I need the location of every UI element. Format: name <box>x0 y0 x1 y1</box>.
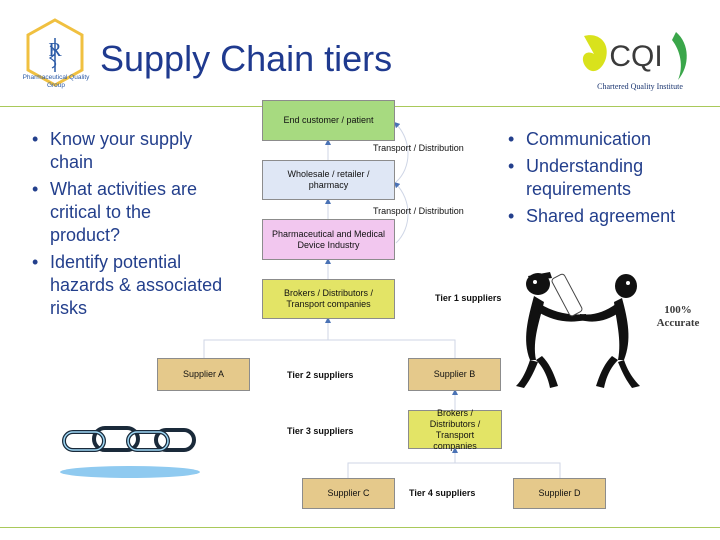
supplier-b-box: Supplier B <box>408 358 501 391</box>
supplier-c-box: Supplier C <box>302 478 395 509</box>
tier4-label: Tier 4 suppliers <box>409 488 476 498</box>
accurate-stamp-text: 100% Accurate <box>656 304 700 329</box>
transport-label-1: Transport / Distribution <box>373 143 464 153</box>
transport-label-2: Transport / Distribution <box>373 206 464 216</box>
tier1-label: Tier 1 suppliers <box>435 293 502 303</box>
right-bullet-item: Shared agreement <box>502 205 712 228</box>
chain-links-illustration <box>60 426 200 478</box>
pharmaceutical-quality-group-logo: R <box>26 18 84 87</box>
right-bullet-item: Communication <box>502 128 712 151</box>
supplier-d-box: Supplier D <box>513 478 606 509</box>
wholesale-box: Wholesale / retailer / pharmacy <box>262 160 395 200</box>
tier1-brokers-box: Brokers / Distributors / Transport compa… <box>262 279 395 319</box>
tier3-brokers-box: Brokers / Distributors / Transport compa… <box>408 408 502 451</box>
left-bullet-list: Know your supply chain What activities a… <box>26 128 226 324</box>
left-bullet-item: Know your supply chain <box>26 128 226 174</box>
svg-text:CQI: CQI <box>609 40 662 73</box>
page-title: Supply Chain tiers <box>100 38 393 79</box>
cqi-logo: CQI <box>582 32 687 80</box>
supplier-a-box: Supplier A <box>157 358 250 391</box>
left-bullet-item: What activities are critical to the prod… <box>26 178 226 247</box>
tier3-label: Tier 3 suppliers <box>287 426 354 436</box>
handshake-figures-illustration <box>516 272 640 388</box>
pqg-logo-text: Pharmaceutical Quality Group <box>22 74 90 89</box>
cqi-subtitle: Chartered Quality Institute <box>597 82 683 91</box>
right-bullet-list: Communication Understanding requirements… <box>502 128 712 232</box>
end-customer-box: End customer / patient <box>262 100 395 141</box>
pharma-industry-box: Pharmaceutical and Medical Device Indust… <box>262 219 395 260</box>
left-bullet-item: Identify potential hazards & associated … <box>26 251 226 320</box>
right-bullet-item: Understanding requirements <box>502 155 712 201</box>
footer-rule <box>0 527 720 528</box>
tier2-label: Tier 2 suppliers <box>287 370 354 380</box>
